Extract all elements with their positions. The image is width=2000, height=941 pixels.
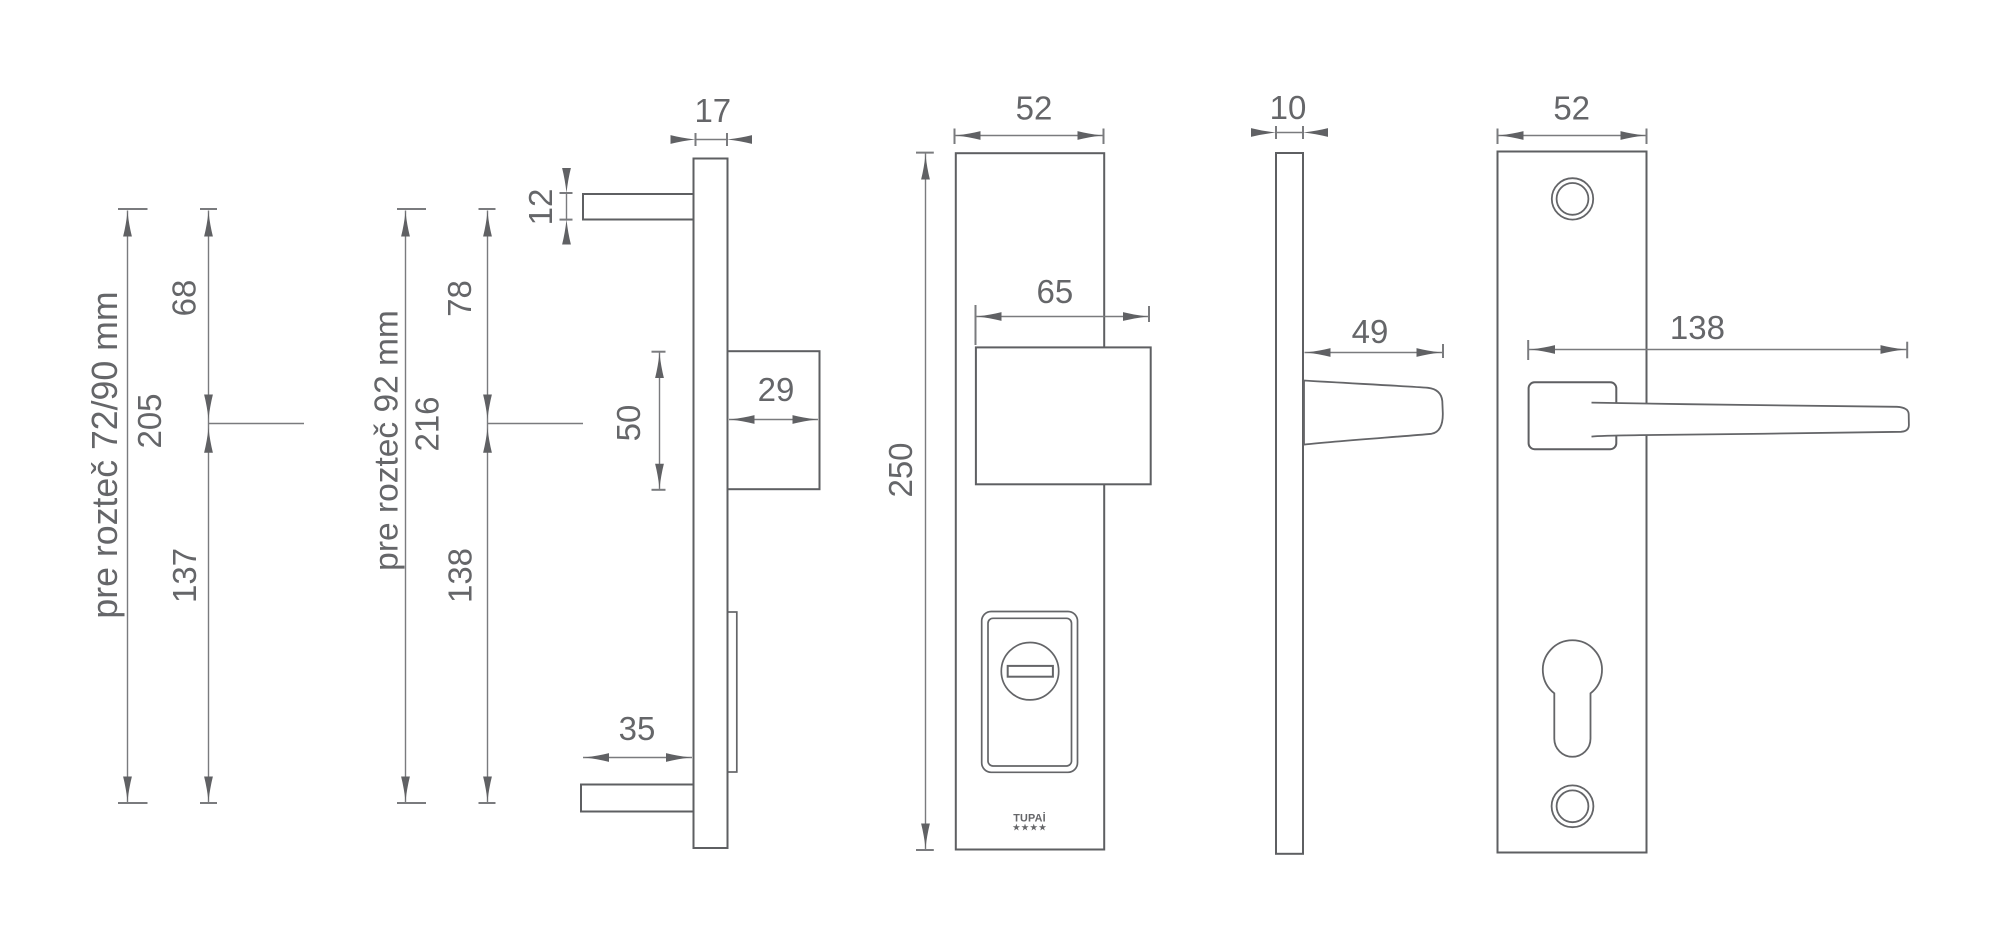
svg-text:205: 205 [131, 393, 168, 448]
svg-text:pre rozteč 72/90 mm: pre rozteč 72/90 mm [85, 291, 125, 618]
svg-text:52: 52 [1553, 90, 1590, 127]
svg-text:65: 65 [1037, 273, 1074, 310]
svg-text:138: 138 [442, 548, 479, 603]
svg-text:250: 250 [882, 442, 919, 497]
svg-text:pre rozteč 92 mm: pre rozteč 92 mm [369, 310, 406, 571]
svg-text:★★★★: ★★★★ [1012, 823, 1047, 834]
svg-text:29: 29 [758, 371, 795, 408]
svg-text:216: 216 [409, 396, 446, 451]
svg-text:35: 35 [619, 710, 656, 747]
svg-text:78: 78 [441, 280, 478, 317]
svg-text:52: 52 [1016, 90, 1053, 127]
svg-text:TUPAİ: TUPAİ [1013, 812, 1046, 825]
svg-text:50: 50 [610, 405, 647, 442]
svg-text:49: 49 [1352, 313, 1389, 350]
svg-text:68: 68 [166, 280, 203, 317]
svg-text:17: 17 [694, 92, 731, 129]
svg-text:12: 12 [522, 189, 559, 226]
svg-text:138: 138 [1670, 309, 1725, 346]
svg-text:10: 10 [1270, 89, 1307, 126]
svg-text:137: 137 [166, 548, 203, 603]
